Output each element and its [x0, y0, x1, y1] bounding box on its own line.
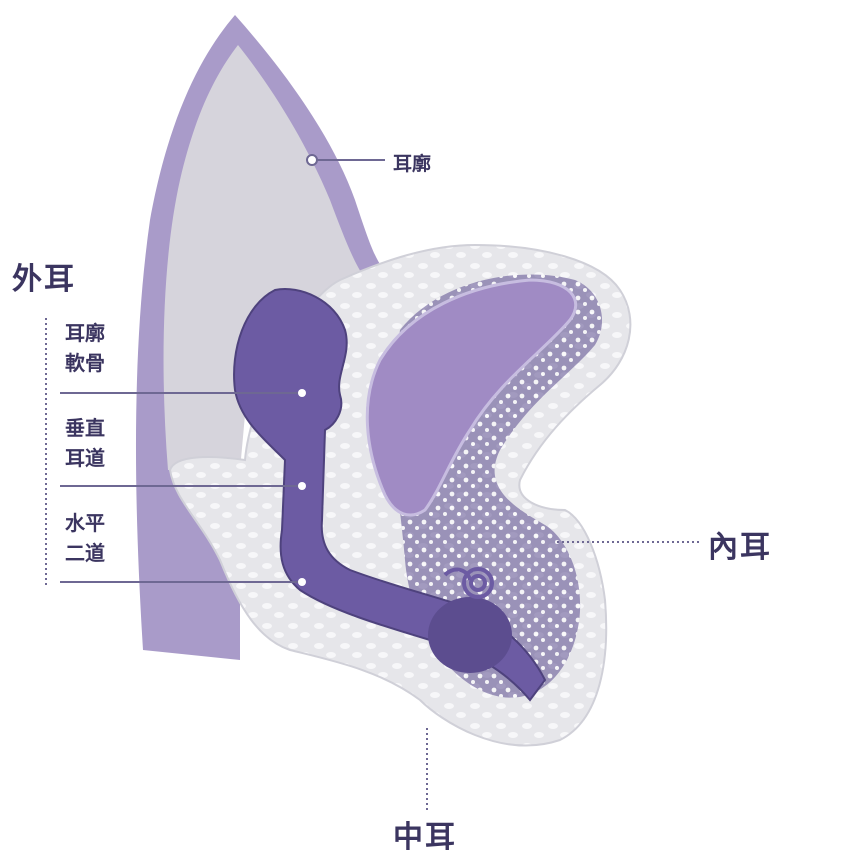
horizontal-canal-line-1: 水平: [65, 508, 105, 538]
cartilage-anchor-dot: [298, 389, 306, 397]
vertical-canal-line-1: 垂直: [65, 413, 105, 443]
horizontal-canal-line-2: 二道: [65, 538, 105, 568]
pinna-label: 耳廓: [393, 149, 431, 176]
pinna-cartilage-line-2: 軟骨: [65, 348, 105, 378]
vertical-canal-line-2: 耳道: [65, 443, 105, 473]
pinna-cartilage-line-1: 耳廓: [65, 318, 105, 348]
vertical-canal-label: 垂直 耳道: [65, 413, 105, 473]
horizontal-canal-anchor-dot: [298, 578, 306, 586]
middle-ear-label: 中耳: [393, 812, 457, 856]
pinna-cartilage-label: 耳廓 軟骨: [65, 318, 105, 378]
tympanic-bulla: [428, 597, 512, 673]
pinna-anchor-dot: [307, 155, 317, 165]
vertical-canal-anchor-dot: [298, 482, 306, 490]
inner-ear-label: 內耳: [708, 522, 772, 566]
horizontal-canal-label: 水平 二道: [65, 508, 105, 568]
outer-ear-label: 外耳: [12, 254, 76, 298]
